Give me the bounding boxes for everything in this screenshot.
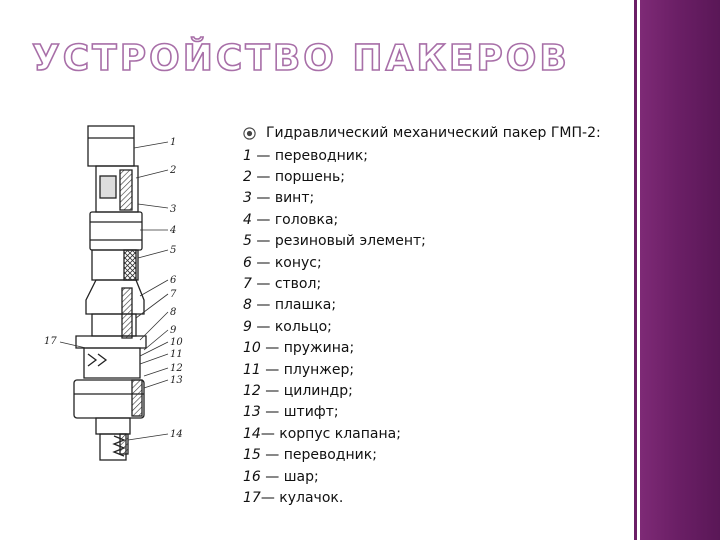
list-item: 3 — винт;	[243, 188, 633, 209]
callout-13: 13	[170, 375, 183, 386]
bullet-text: Гидравлический механический пакер ГМП-2:	[266, 125, 601, 141]
item-text: — цилиндр;	[260, 382, 353, 399]
item-text: — кольцо;	[251, 318, 332, 335]
item-number: 5	[243, 233, 252, 250]
item-number: 8	[243, 297, 252, 314]
list-item: 4 — головка;	[243, 210, 633, 231]
callout-4: 4	[169, 225, 176, 236]
list-item: 14— корпус клапана;	[243, 424, 633, 445]
item-number: 14	[243, 425, 261, 442]
item-number: 11	[243, 361, 261, 378]
item-number: 13	[243, 404, 261, 421]
callout-14: 14	[170, 429, 183, 440]
callout-9: 9	[170, 325, 177, 336]
item-number: 17	[243, 490, 261, 506]
slide-title: УСТРОЙСТВО ПАКЕРОВ	[31, 37, 570, 80]
item-number: 1	[243, 147, 252, 164]
callout-2: 2	[169, 165, 176, 176]
item-text: — плашка;	[251, 297, 337, 314]
item-text: — головка;	[251, 211, 339, 228]
item-text: — поршень;	[251, 168, 345, 185]
callout-10: 10	[170, 337, 183, 348]
item-number: 15	[243, 447, 261, 464]
callout-3: 3	[170, 204, 176, 215]
callout-6: 6	[170, 275, 177, 286]
item-text: — плунжер;	[260, 361, 355, 378]
item-text: — резиновый элемент;	[251, 233, 426, 250]
item-number: 3	[243, 190, 252, 207]
list-item: 5 — резиновый элемент;	[243, 231, 633, 252]
item-text: — конус;	[251, 254, 322, 271]
item-text: — корпус клапана;	[260, 425, 401, 442]
item-text: — винт;	[251, 190, 315, 207]
item-text: — пружина;	[260, 340, 355, 357]
bullet-heading: Гидравлический механический пакер ГМП-2:	[243, 126, 633, 141]
item-number: 2	[243, 168, 252, 185]
sidebar-divider	[634, 0, 637, 540]
list-item: 8 — плашка;	[243, 295, 633, 316]
item-number: 6	[243, 254, 252, 271]
list-item: 9 — кольцо;	[243, 317, 633, 338]
packer-diagram: 1 2 3 4 5 6 7 8 9 10 11 12 13 14 17	[44, 125, 183, 461]
list-item: 2 — поршень;	[243, 167, 633, 188]
list-item: 7 — ствол;	[243, 274, 633, 295]
callout-7: 7	[170, 289, 177, 300]
list-item: 17— кулачок.	[243, 488, 633, 509]
decorative-sidebar	[640, 0, 720, 540]
list-item: 12 — цилиндр;	[243, 381, 633, 402]
callout-8: 8	[170, 307, 176, 318]
description-list: Гидравлический механический пакер ГМП-2:…	[243, 126, 633, 509]
callout-11: 11	[170, 349, 183, 360]
list-item: 16 — шар;	[243, 467, 633, 488]
item-text: — штифт;	[260, 404, 339, 421]
list-item: 10 — пружина;	[243, 338, 633, 359]
item-number: 12	[243, 382, 261, 399]
item-number: 9	[243, 318, 252, 335]
item-text: — переводник;	[260, 447, 377, 464]
callout-5: 5	[170, 245, 176, 256]
list-item: 15 — переводник;	[243, 445, 633, 466]
item-text: — ствол;	[251, 275, 322, 292]
circled-bullet-icon	[243, 127, 256, 140]
callout-12: 12	[170, 363, 183, 374]
item-text: — переводник;	[251, 147, 369, 164]
list-item: 13 — штифт;	[243, 402, 633, 423]
item-number: 7	[243, 275, 252, 292]
callout-17: 17	[44, 336, 57, 347]
list-item: 1 — переводник;	[243, 146, 633, 167]
item-number: 16	[243, 468, 261, 485]
item-text: — кулачок.	[260, 490, 344, 506]
item-number: 10	[243, 340, 261, 357]
item-text: — шар;	[260, 468, 319, 485]
item-number: 4	[243, 211, 252, 228]
callout-1: 1	[170, 137, 176, 148]
list-item: 6 — конус;	[243, 253, 633, 274]
list-item: 11 — плунжер;	[243, 360, 633, 381]
